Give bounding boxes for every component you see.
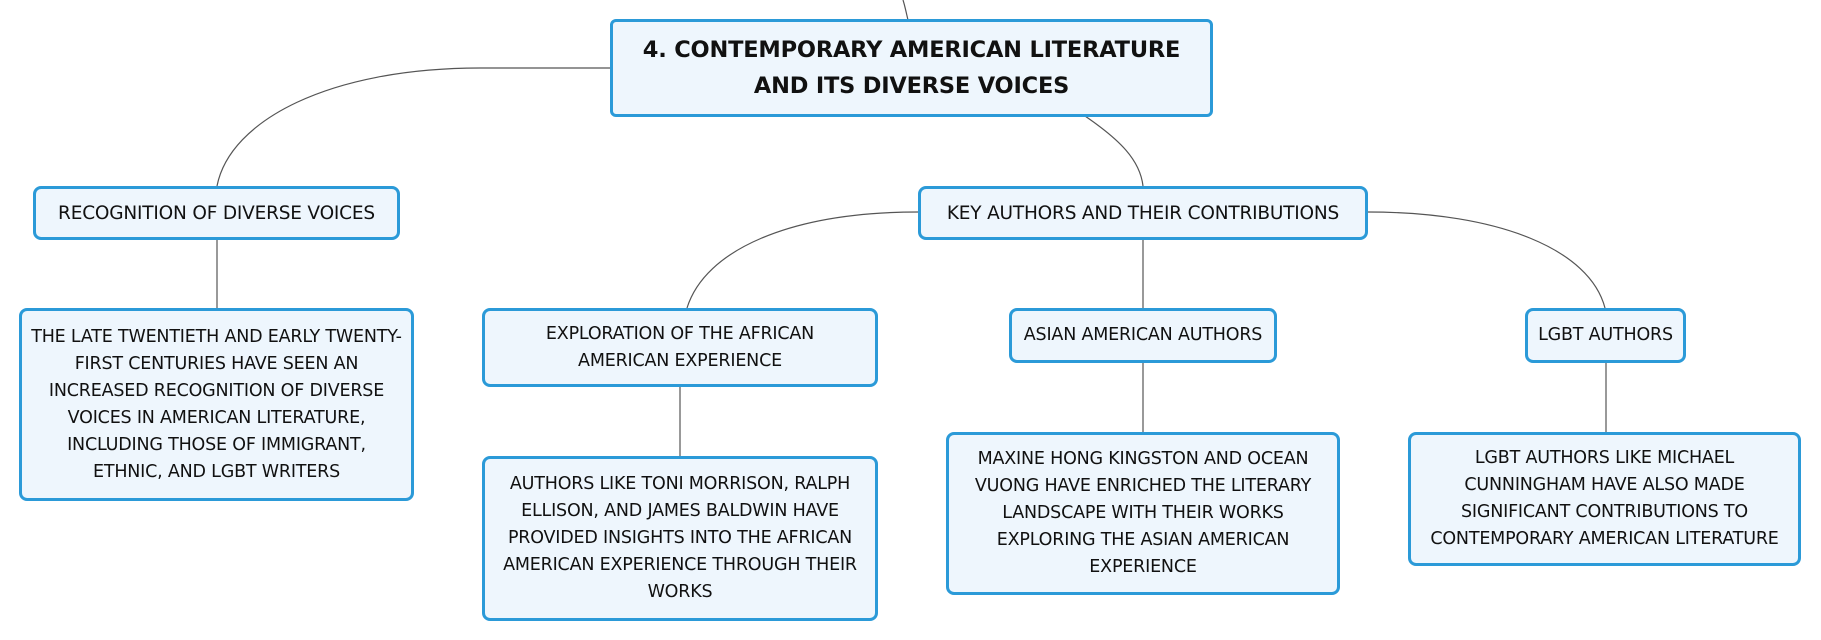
recognition-node-label: RECOGNITION OF DIVERSE VOICES [58, 202, 375, 224]
asian-american-node-label: ASIAN AMERICAN AUTHORS [1023, 325, 1263, 345]
african-american-detail-node[interactable]: AUTHORS LIKE TONI MORRISON, RALPH ELLISO… [482, 456, 878, 621]
recognition-detail-text: THE LATE TWENTIETH AND EARLY TWENTY-FIRS… [31, 326, 402, 482]
african-american-node-label: EXPLORATION OF THE AFRICAN AMERICAN EXPE… [545, 323, 815, 371]
african-american-node[interactable]: EXPLORATION OF THE AFRICAN AMERICAN EXPE… [482, 308, 878, 387]
root-topic[interactable]: 4. CONTEMPORARY AMERICAN LITERATURE AND … [610, 19, 1213, 117]
lgbt-detail-text: LGBT AUTHORS LIKE MICHAEL CUNNINGHAM HAV… [1430, 448, 1779, 549]
asian-american-node[interactable]: ASIAN AMERICAN AUTHORS [1009, 308, 1277, 363]
connector-root-parent [902, 0, 909, 21]
lgbt-node-label: LGBT AUTHORS [1538, 325, 1673, 345]
asian-american-detail-text: MAXINE HONG KINGSTON AND OCEAN VUONG HAV… [974, 449, 1312, 577]
root-topic-label: 4. CONTEMPORARY AMERICAN LITERATURE AND … [642, 37, 1181, 99]
recognition-detail-node[interactable]: THE LATE TWENTIETH AND EARLY TWENTY-FIRS… [19, 308, 414, 501]
connector-root-key-authors [1084, 115, 1144, 187]
connector-key-authors-lgbt [1367, 211, 1606, 309]
african-american-detail-text: AUTHORS LIKE TONI MORRISON, RALPH ELLISO… [503, 474, 857, 602]
connector-key-authors-african-american [686, 211, 919, 309]
lgbt-detail-node[interactable]: LGBT AUTHORS LIKE MICHAEL CUNNINGHAM HAV… [1408, 432, 1801, 566]
recognition-node[interactable]: RECOGNITION OF DIVERSE VOICES [33, 186, 400, 240]
asian-american-detail-node[interactable]: MAXINE HONG KINGSTON AND OCEAN VUONG HAV… [946, 432, 1340, 595]
lgbt-node[interactable]: LGBT AUTHORS [1525, 308, 1686, 363]
key-authors-node[interactable]: KEY AUTHORS AND THEIR CONTRIBUTIONS [918, 186, 1368, 240]
connector-root-recognition [216, 67, 612, 187]
key-authors-node-label: KEY AUTHORS AND THEIR CONTRIBUTIONS [946, 202, 1340, 224]
